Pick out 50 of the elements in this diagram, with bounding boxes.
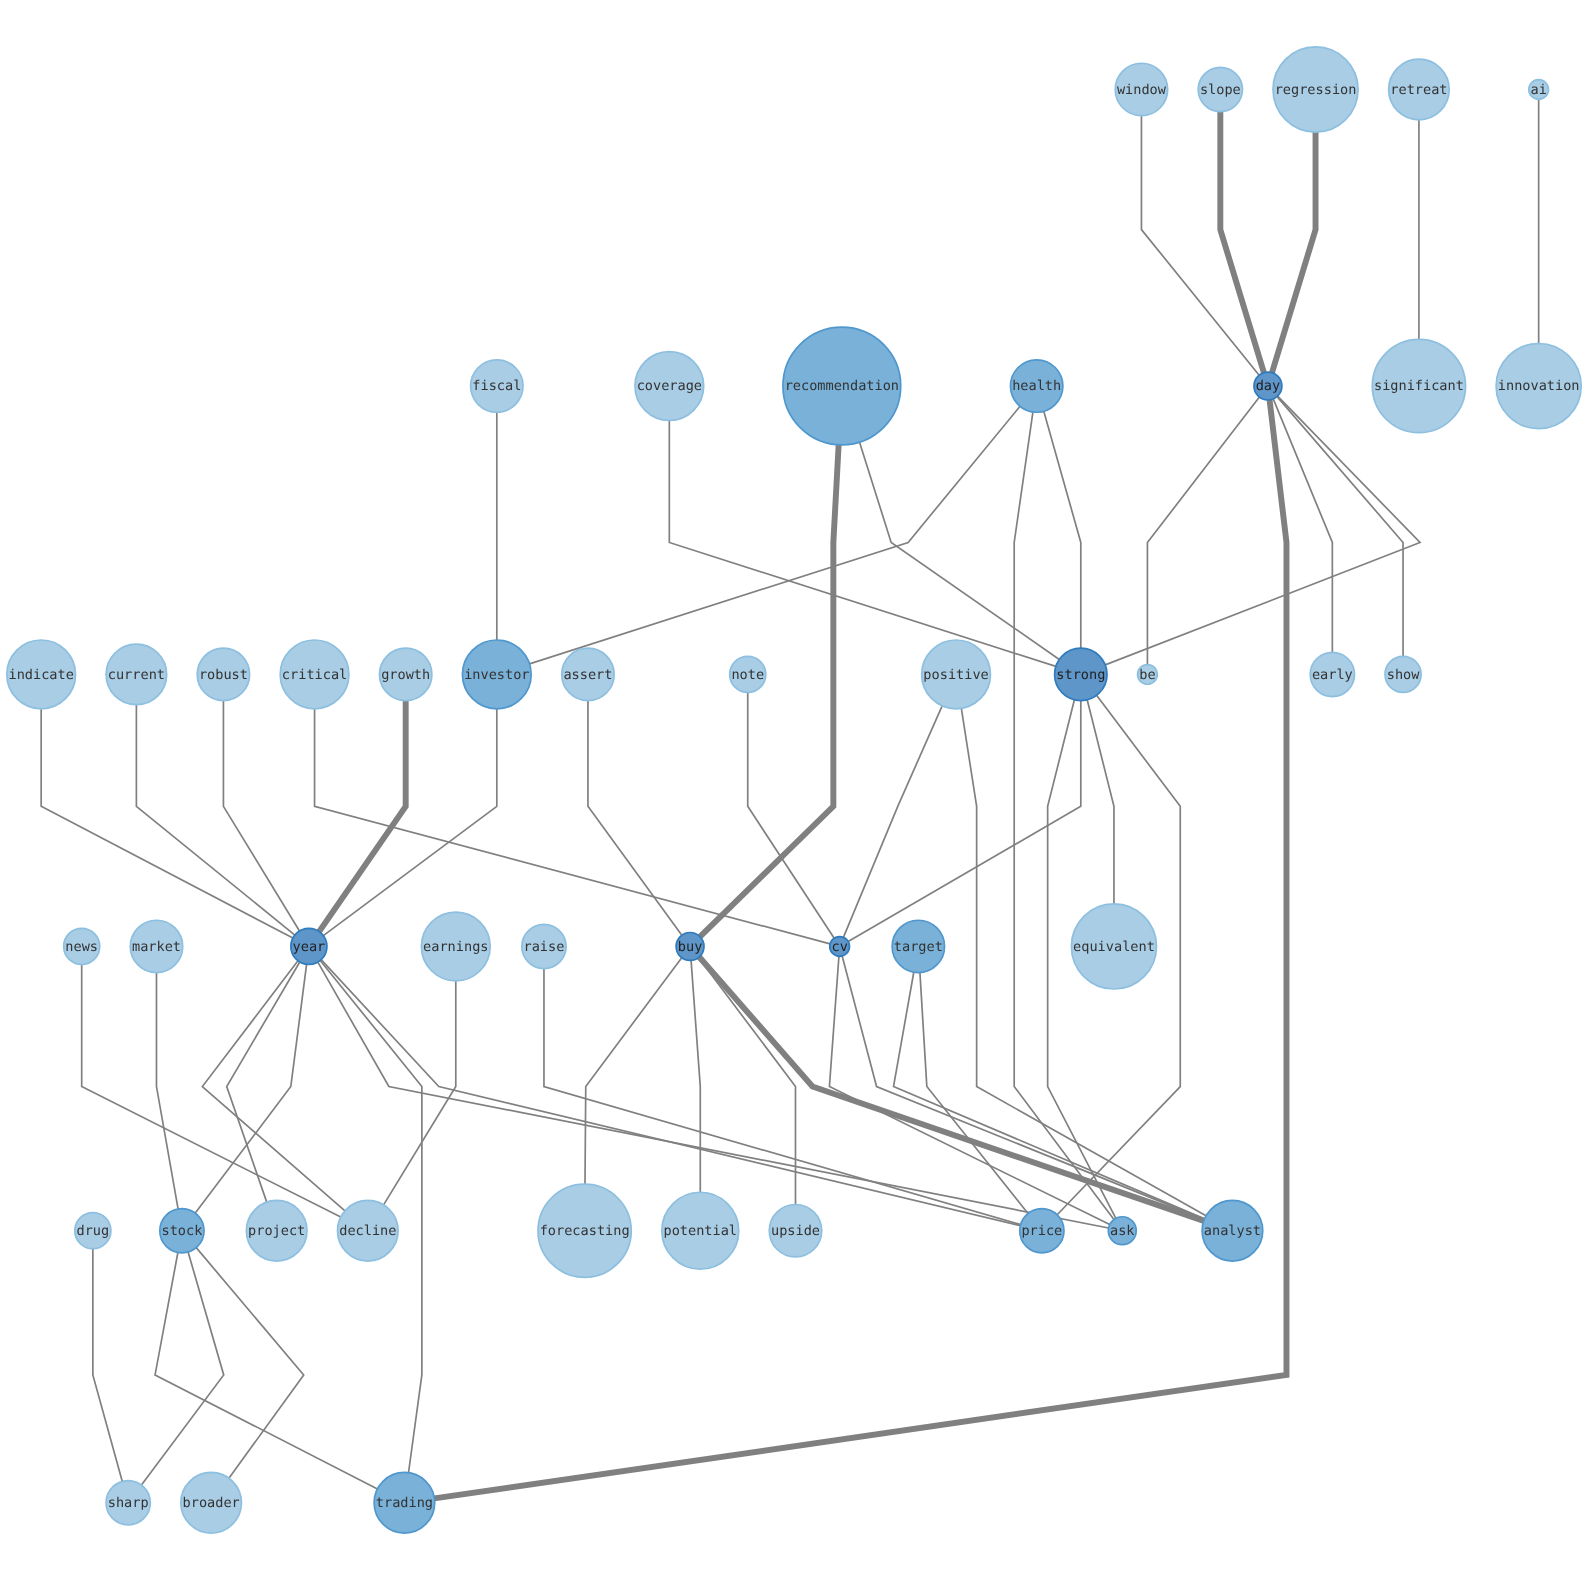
- connector: [697, 955, 1205, 1224]
- connector: [1086, 698, 1115, 905]
- connector: [690, 959, 702, 1194]
- connector: [1013, 411, 1115, 1221]
- connector: [841, 955, 1206, 1221]
- connector: [155, 971, 179, 1210]
- connector: [140, 1251, 225, 1486]
- connector: [919, 971, 1029, 1215]
- connector: [1046, 698, 1117, 1220]
- connector: [960, 707, 1207, 1217]
- connector: [847, 699, 1082, 943]
- connector: [135, 703, 296, 936]
- connector: [1140, 114, 1260, 377]
- connector: [584, 956, 683, 1185]
- connector: [697, 444, 842, 939]
- connector: [1042, 410, 1082, 650]
- connector: [1146, 396, 1261, 666]
- connector: [1418, 118, 1420, 341]
- connector: [1537, 98, 1540, 345]
- connector: [225, 961, 301, 1203]
- connector: [495, 411, 498, 641]
- connector: [434, 399, 1290, 1502]
- connector: [195, 1246, 305, 1480]
- connector: [892, 971, 1206, 1220]
- connector: [668, 419, 1057, 668]
- connector: [201, 959, 346, 1212]
- connector: [40, 707, 294, 939]
- connector: [1056, 694, 1182, 1216]
- connector: [1276, 395, 1404, 658]
- connector: [80, 963, 342, 1218]
- connector: [382, 979, 457, 1206]
- connector: [322, 707, 498, 937]
- connector: [222, 699, 301, 932]
- connector: [1104, 395, 1422, 666]
- connector: [1217, 111, 1267, 374]
- connector: [587, 699, 683, 936]
- connector: [154, 1251, 379, 1490]
- connector: [528, 405, 1021, 665]
- connector: [828, 955, 1111, 1226]
- connector: [858, 441, 1061, 661]
- connector: [1272, 398, 1334, 654]
- connector: [194, 963, 308, 1214]
- connector: [92, 1247, 124, 1483]
- connector: [319, 959, 423, 1474]
- connector: [1269, 132, 1319, 374]
- connector: [543, 967, 1022, 1226]
- connector: [842, 705, 943, 939]
- connector: [313, 707, 831, 945]
- connector: [746, 691, 836, 940]
- connector: [316, 700, 409, 934]
